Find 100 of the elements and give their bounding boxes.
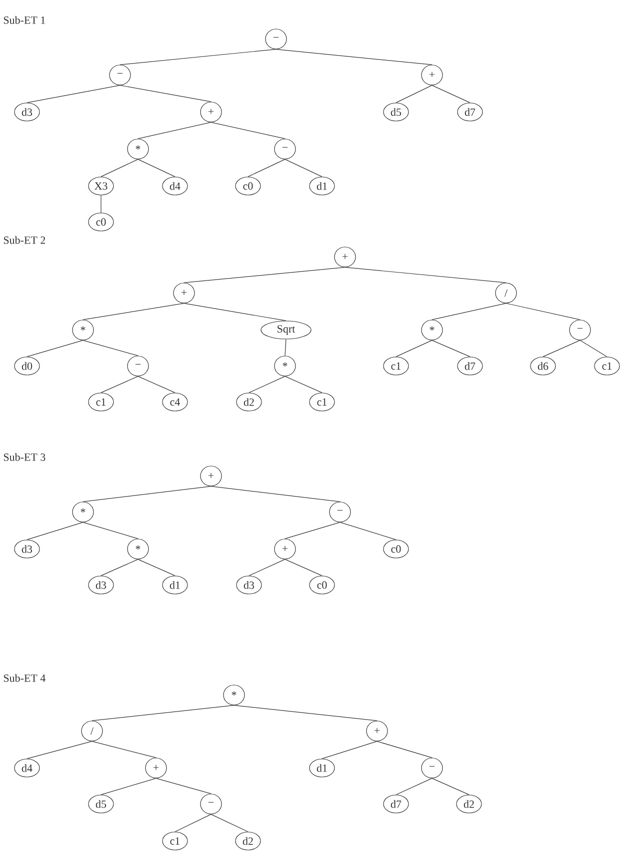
edge-line	[156, 778, 212, 794]
ellipse-node: c1	[88, 392, 114, 412]
ellipse-node: d5	[383, 102, 409, 122]
edge-line	[284, 339, 286, 356]
edge-line	[210, 122, 286, 139]
circle-node: −	[127, 356, 149, 376]
edge-line	[432, 340, 470, 357]
edge-line	[248, 559, 286, 576]
edge-line	[284, 559, 322, 576]
edge-line	[92, 741, 156, 758]
ellipse-node: c0	[88, 212, 114, 232]
ellipse-node: d4	[14, 758, 40, 778]
circle-node: +	[145, 758, 167, 778]
edge-line	[82, 486, 212, 502]
edge-line	[322, 741, 378, 759]
circle-node: −	[569, 320, 591, 340]
edge-line	[100, 376, 138, 393]
ellipse-node: c4	[162, 392, 188, 412]
edge-line	[542, 340, 580, 357]
edge-line	[100, 778, 156, 795]
edge-line	[284, 159, 322, 177]
ellipse-node: X3	[88, 176, 114, 196]
circle-node: *	[421, 320, 443, 340]
tree-label: Sub-ET 3	[4, 453, 46, 461]
edge-line	[284, 522, 340, 539]
ellipse-node: d5	[88, 794, 114, 814]
edge-line	[120, 85, 212, 102]
ellipse-node: Sqrt	[260, 320, 312, 340]
circle-node: *	[223, 684, 245, 706]
edge-line	[82, 522, 138, 539]
edge-line	[26, 340, 84, 357]
edge-line	[138, 559, 176, 576]
ellipse-node: d2	[456, 794, 482, 814]
circle-node: +	[200, 102, 222, 122]
circle-node: −	[265, 28, 287, 50]
circle-node: *	[127, 538, 149, 560]
edge-line	[26, 741, 92, 759]
ellipse-node: c0	[309, 576, 335, 594]
ellipse-node: c1	[383, 356, 409, 376]
circle-node: *	[274, 356, 296, 376]
circle-node: −	[200, 794, 222, 814]
edge-line	[210, 486, 340, 502]
edge-line	[184, 303, 286, 321]
ellipse-node: c0	[383, 540, 409, 558]
ellipse-node: d0	[14, 356, 40, 376]
edge-line	[344, 267, 506, 283]
ellipse-node: d7	[457, 102, 483, 122]
edge-line	[100, 159, 138, 177]
circle-node: +	[421, 64, 443, 86]
edge-line	[580, 340, 608, 357]
ellipse-node: c1	[309, 392, 335, 412]
edge-line	[432, 303, 506, 320]
tree-label: Sub-ET 1	[4, 16, 45, 24]
edge-line	[82, 340, 138, 356]
edge-line	[138, 159, 176, 177]
edge-line	[138, 122, 212, 139]
edge-line	[432, 85, 470, 103]
circle-node: −	[329, 502, 351, 522]
ellipse-node: c1	[162, 832, 188, 850]
ellipse-node: d6	[530, 356, 556, 376]
circle-node: +	[334, 246, 356, 268]
edge-line	[248, 159, 286, 177]
edge-line	[506, 303, 580, 320]
circle-node: /	[495, 282, 517, 304]
ellipse-node: d3	[14, 540, 40, 558]
edge-line	[340, 522, 396, 540]
circle-node: /	[81, 720, 103, 742]
circle-node: +	[366, 720, 388, 742]
edge-line	[100, 195, 102, 213]
edge-line	[138, 376, 176, 393]
circle-node: *	[127, 138, 149, 160]
edge-line	[26, 522, 84, 540]
circle-node: −	[421, 758, 443, 778]
edge-line	[396, 340, 432, 357]
edge-line	[210, 814, 248, 832]
ellipse-node: d2	[235, 832, 261, 850]
edge-line	[100, 559, 138, 576]
edge-line	[396, 85, 432, 103]
edge-line	[234, 705, 378, 721]
ellipse-node: d4	[162, 176, 188, 196]
edge-line	[248, 376, 286, 393]
edge-line	[26, 85, 120, 103]
ellipse-node: d7	[457, 356, 483, 376]
ellipse-node: d3	[236, 576, 262, 594]
ellipse-node: d3	[88, 576, 114, 594]
ellipse-node: d1	[162, 576, 188, 594]
ellipse-node: d2	[236, 392, 262, 412]
ellipse-node: d1	[309, 758, 335, 778]
tree-label: Sub-ET 2	[4, 236, 46, 244]
ellipse-node: c1	[594, 356, 620, 376]
edge-line	[82, 303, 184, 320]
ellipse-node: d3	[14, 102, 40, 122]
ellipse-node: c0	[235, 176, 261, 196]
edge-line	[284, 376, 322, 393]
edge-line	[92, 705, 234, 721]
circle-node: +	[173, 282, 195, 304]
edge-line	[432, 778, 470, 795]
circle-node: −	[109, 64, 131, 86]
circle-node: −	[274, 138, 296, 160]
tree-label: Sub-ET 4	[4, 674, 46, 682]
